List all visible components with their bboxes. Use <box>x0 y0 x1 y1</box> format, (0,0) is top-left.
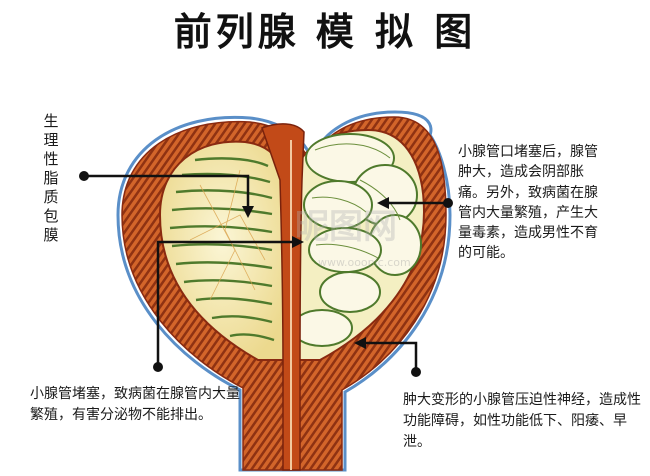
pointer-dot-capsule <box>79 171 89 181</box>
watermark-text: 昵图网 <box>295 207 397 247</box>
page-title: 前列腺模 拟 图 <box>0 8 650 56</box>
pointer-dots <box>79 171 453 377</box>
left-vessels <box>189 169 266 301</box>
left-gland-tubules <box>169 157 275 342</box>
arrowhead-bottom-left <box>292 236 304 248</box>
pointer-bottom-right <box>362 341 418 372</box>
label-blocked-duct-swelling: 小腺管口堵塞后，腺管肿大，造成会阴部胀痛。另外，致病菌在腺管内大量繁殖，产生大量… <box>458 144 598 262</box>
pointer-capsule <box>84 174 250 210</box>
pointer-dot-right-top <box>443 198 453 208</box>
arrowhead-right-top <box>377 197 389 209</box>
pointer-dot-bottom-right <box>411 367 421 377</box>
pointer-bottom-left <box>156 240 296 367</box>
right-gland-folds <box>311 143 401 259</box>
capsule-label: 生理性脂质包膜 <box>43 112 59 244</box>
urethra <box>261 123 305 471</box>
pointer-arrowheads <box>242 197 389 349</box>
title-sub: 模 拟 图 <box>315 10 477 54</box>
watermark: 昵图网 www.ooopic.com <box>295 207 411 269</box>
right-swollen-glands <box>291 133 422 347</box>
watermark-url: www.ooopic.com <box>318 256 411 269</box>
pointer-dot-bottom-left <box>153 362 163 372</box>
title-main: 前列腺 <box>173 10 300 54</box>
arrowhead-capsule <box>242 206 254 218</box>
pointer-lines <box>84 174 448 372</box>
label-nerve-compression: 肿大变形的小腺管压迫性神经，造成性功能障碍，如性功能低下、阳痿、早泄。 <box>403 392 641 450</box>
label-duct-blockage: 小腺管堵塞，致病菌在腺管内大量繁殖，有害分泌物不能排出。 <box>30 386 240 423</box>
arrowhead-bottom-right <box>354 337 366 349</box>
